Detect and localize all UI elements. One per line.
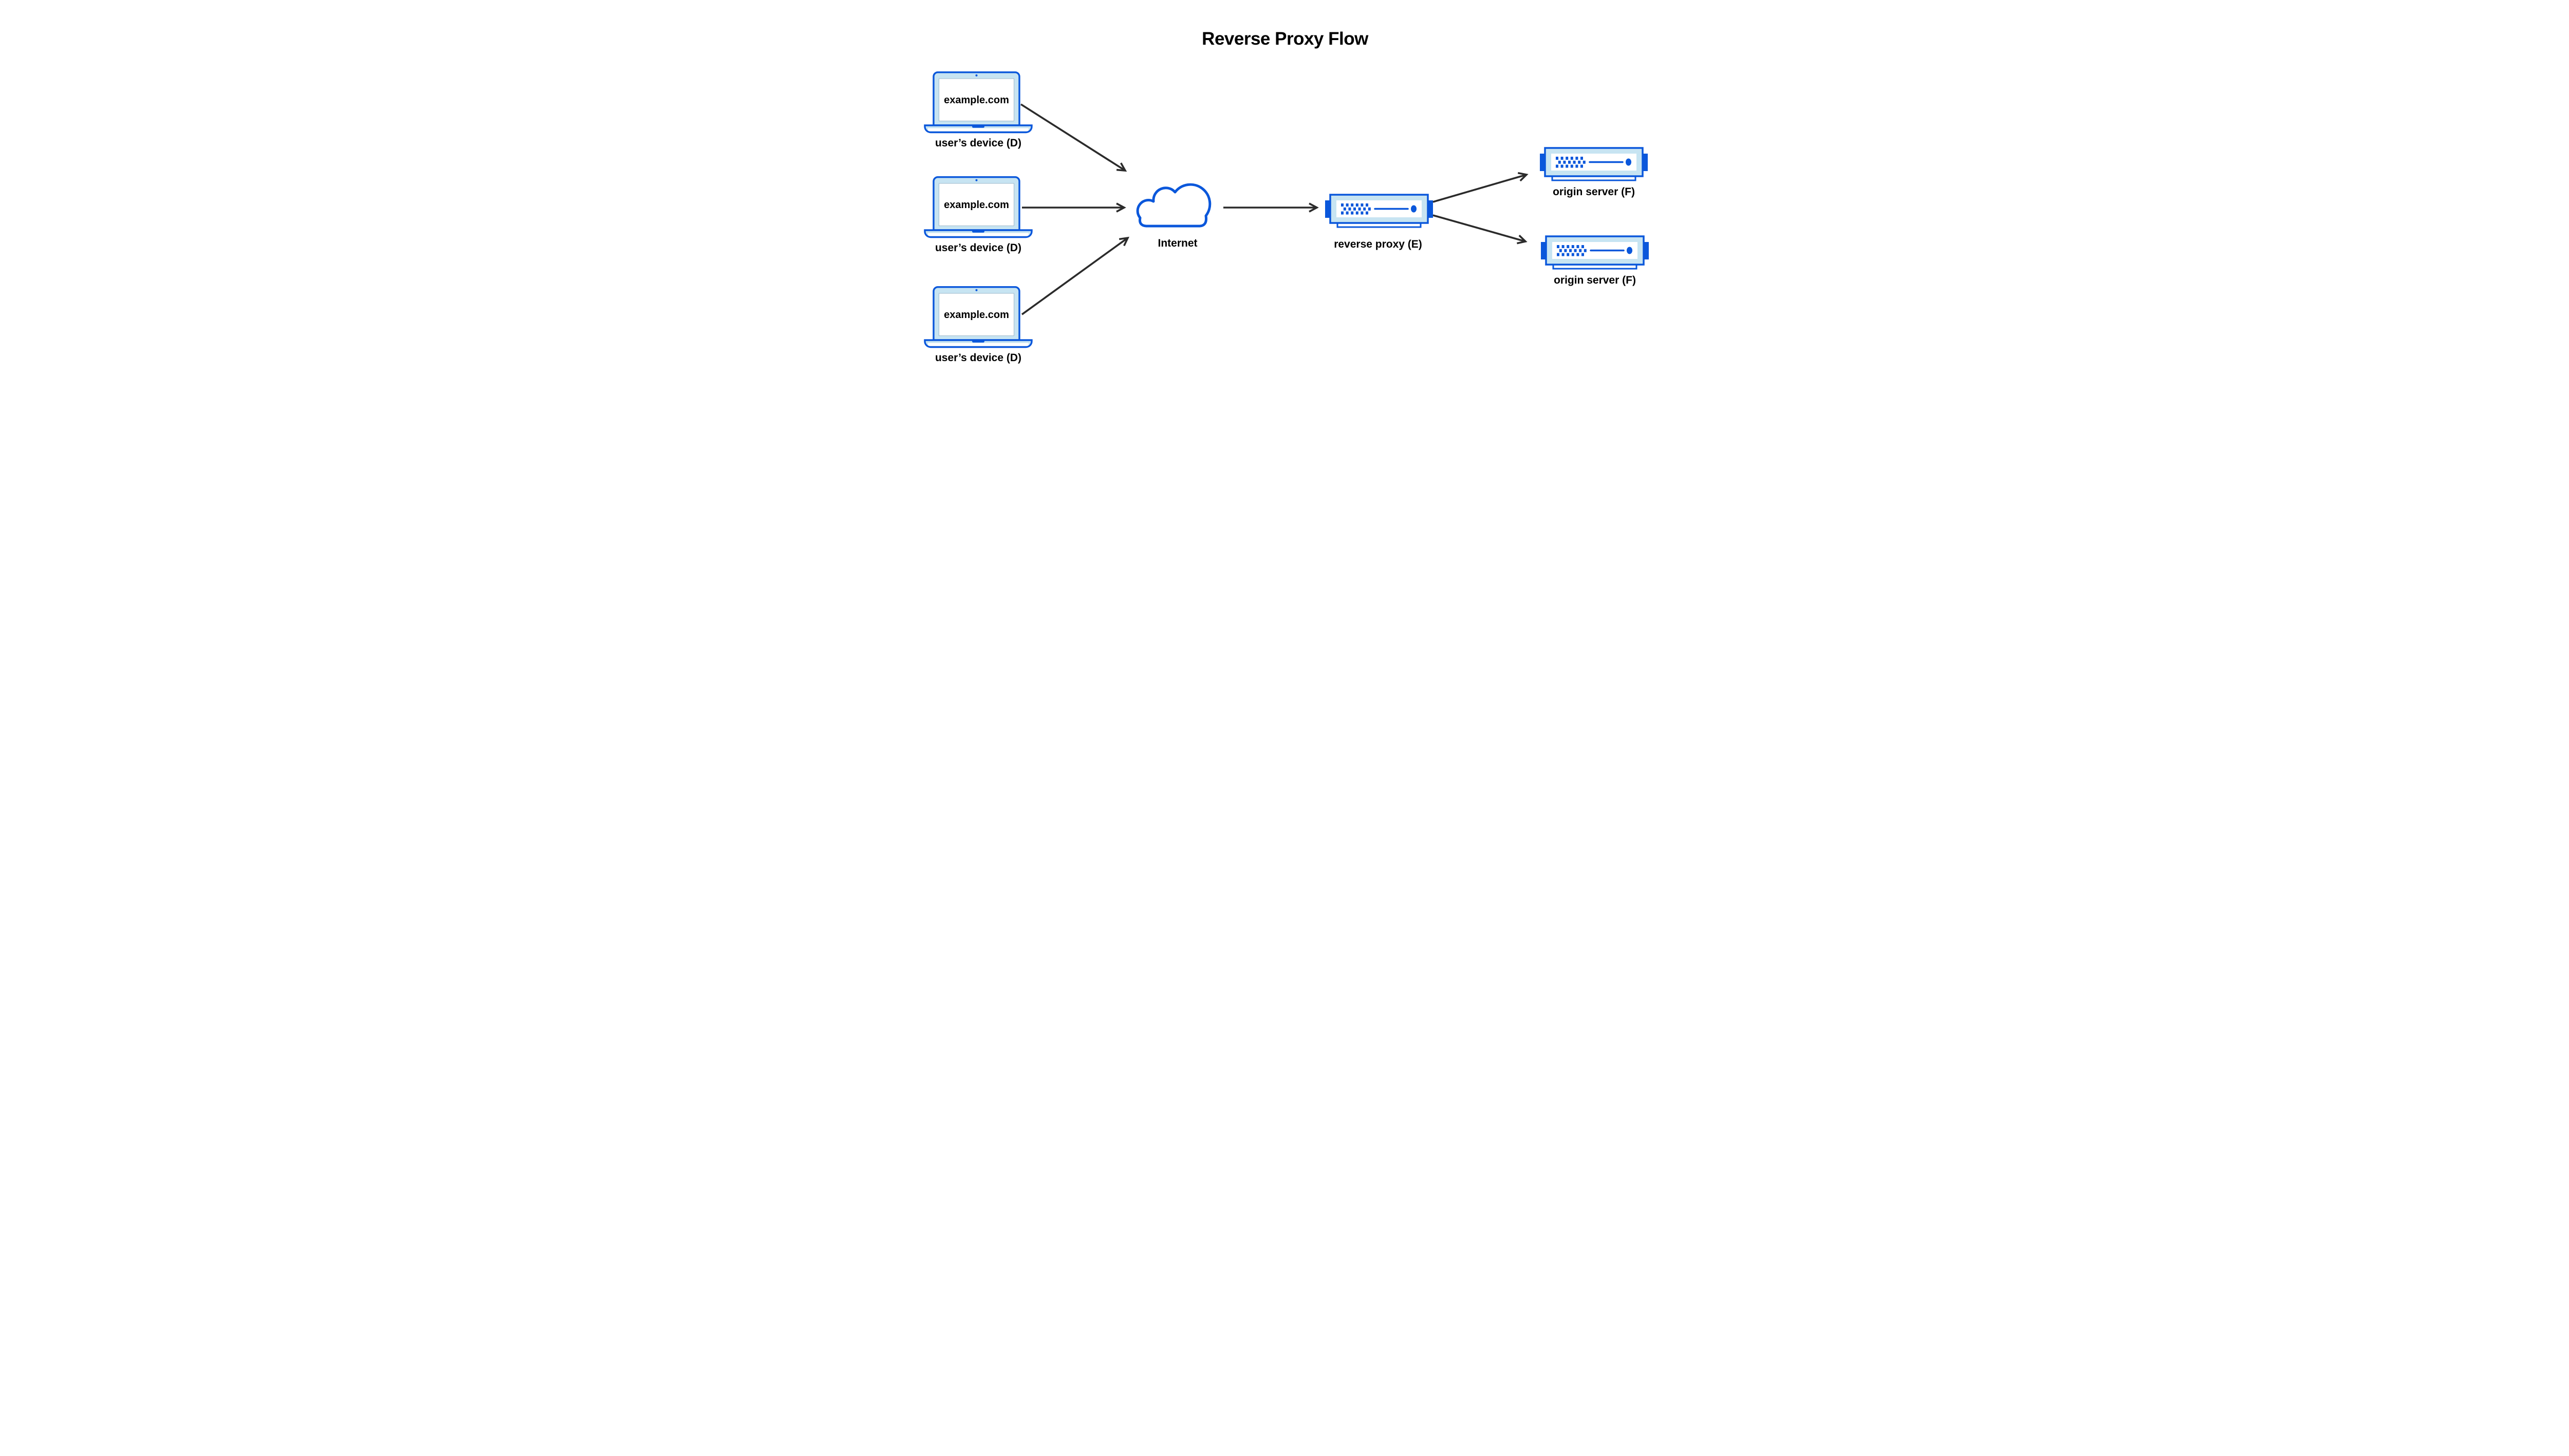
- server-icon: [1325, 195, 1433, 227]
- laptop-screen-text: example.com: [944, 199, 1009, 211]
- arrow-device2-to-internet: [1021, 202, 1126, 213]
- server-icon: [1540, 148, 1648, 180]
- origin-server-2: origin server (F): [1541, 236, 1649, 286]
- internet-label: Internet: [1158, 237, 1197, 249]
- cloud-icon: [1136, 183, 1211, 228]
- reverse-proxy-flow-diagram: Reverse Proxy Flow example.com user’s de…: [923, 29, 1687, 364]
- diagram-canvas: Reverse Proxy Flow example.com user’s de…: [882, 0, 1687, 403]
- user-device-label: user’s device (D): [935, 352, 1021, 364]
- arrow-device1-to-internet: [1020, 103, 1127, 172]
- flow-arrows: [1020, 103, 1529, 315]
- user-device-3: example.com user’s device (D): [923, 286, 1033, 364]
- user-device-1: example.com user’s device (D): [923, 71, 1033, 149]
- user-device-label: user’s device (D): [935, 137, 1021, 149]
- server-icon: [1541, 236, 1649, 269]
- arrow-device3-to-internet: [1021, 236, 1129, 315]
- origin-server-label: origin server (F): [1553, 186, 1635, 198]
- user-device-label: user’s device (D): [935, 242, 1021, 254]
- origin-server-label: origin server (F): [1554, 274, 1636, 286]
- laptop-screen-text: example.com: [944, 95, 1009, 106]
- internet-node: Internet: [1136, 183, 1211, 249]
- user-device-2: example.com user’s device (D): [923, 176, 1033, 254]
- arrow-internet-to-proxy: [1223, 202, 1319, 213]
- reverse-proxy-node: reverse proxy (E): [1325, 195, 1433, 250]
- reverse-proxy-label: reverse proxy (E): [1334, 238, 1422, 250]
- page-title: Reverse Proxy Flow: [1202, 29, 1369, 49]
- origin-server-1: origin server (F): [1540, 148, 1648, 198]
- arrow-proxy-to-origin1: [1432, 172, 1529, 203]
- arrow-proxy-to-origin2: [1432, 214, 1528, 245]
- laptop-screen-text: example.com: [944, 309, 1009, 321]
